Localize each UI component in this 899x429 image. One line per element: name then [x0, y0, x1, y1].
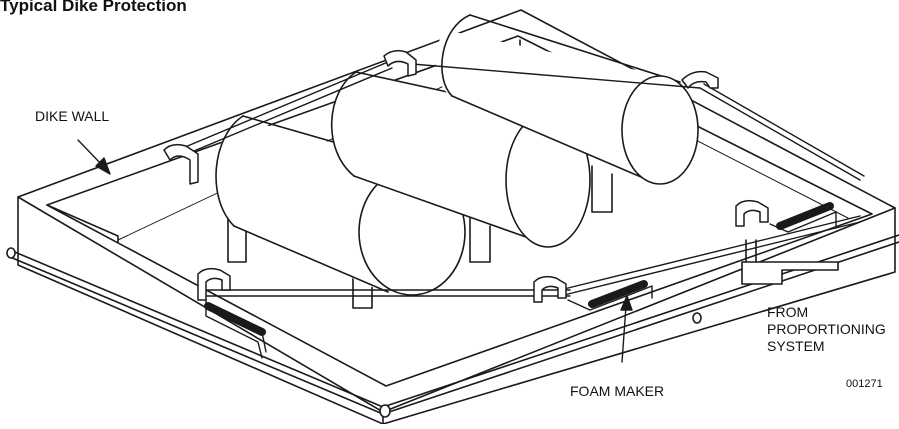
foam-maker-left: [204, 299, 267, 359]
dike-wall-label: DIKE WALL: [35, 108, 110, 124]
foam-maker-units: [204, 202, 837, 359]
callout-leaders: [77, 139, 633, 363]
from-proportioning-label: FROM PROPORTIONING SYSTEM: [767, 304, 886, 355]
from-proportioning-line-2: PROPORTIONING: [767, 321, 886, 337]
diagram-title: Typical Dike Protection: [0, 0, 187, 15]
figure-code: 001271: [846, 378, 883, 390]
foam-maker-right: [769, 202, 837, 233]
from-proportioning-line-1: FROM: [767, 304, 809, 320]
from-proportioning-line-3: SYSTEM: [767, 338, 825, 354]
header-pipe: [6, 234, 899, 418]
foam-maker-middle: [567, 280, 653, 311]
pipe-elbows: [163, 49, 769, 303]
perimeter-pipes: [177, 61, 865, 297]
foam-maker-label: FOAM MAKER: [570, 383, 665, 399]
supply-pipe: [741, 239, 839, 285]
tank-3: [435, 14, 699, 185]
